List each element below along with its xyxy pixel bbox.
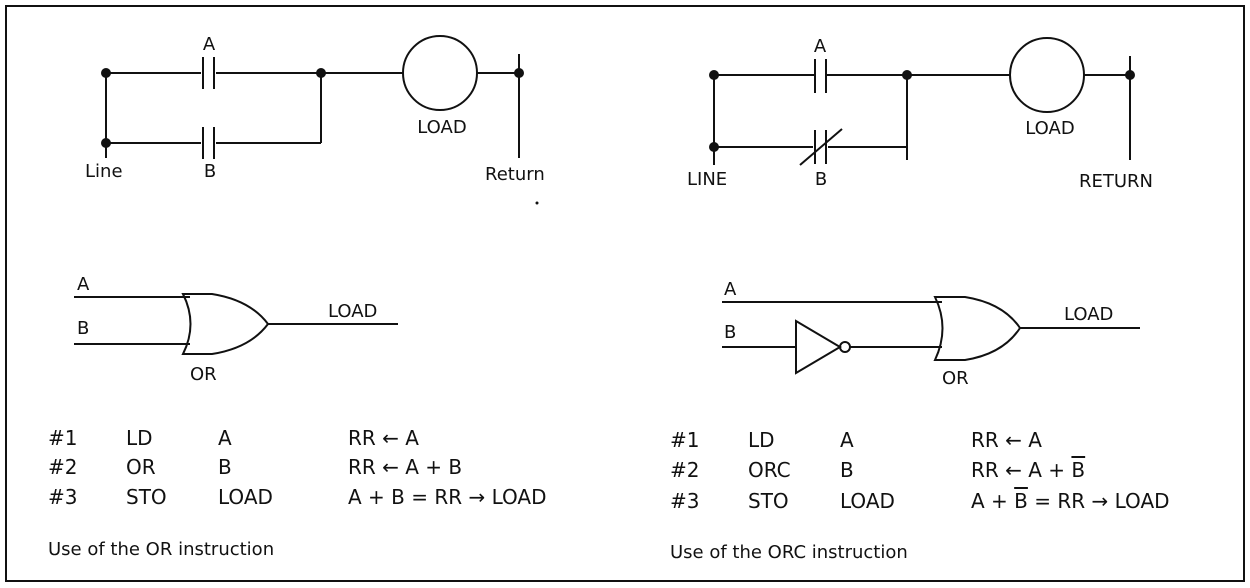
left-load-coil [402, 35, 478, 111]
left-contact-b-label: B [204, 161, 216, 182]
right-ladder-diagram [713, 37, 1131, 166]
left-op-2: OR [126, 455, 156, 479]
right-desc-2-pre: RR ← A + [971, 458, 1071, 482]
right-desc-2-b-bar: B [1071, 458, 1085, 482]
right-node-line-top [709, 70, 719, 80]
right-caption: Use of the ORC instruction [670, 542, 908, 563]
figure-border [5, 5, 1245, 582]
right-node-join [902, 70, 912, 80]
right-op-2: ORC [748, 458, 791, 482]
left-line-label: Line [85, 161, 123, 182]
right-arg-1: A [840, 428, 854, 452]
left-caption: Use of the OR instruction [48, 539, 274, 560]
left-op-3: STO [126, 485, 167, 509]
left-gate-type-label: OR [190, 364, 217, 385]
right-desc-2: RR ← A + B [971, 458, 1085, 482]
right-return-label: RETURN [1079, 171, 1153, 192]
right-gate-output-label: LOAD [1064, 304, 1113, 325]
left-gate-input-b-label: B [77, 318, 89, 339]
right-gate-input-a-label: A [724, 279, 737, 300]
left-stray-dot [535, 201, 539, 205]
right-arg-2: B [840, 458, 854, 482]
right-step-3: #3 [670, 489, 699, 513]
left-node-join [316, 68, 326, 78]
right-step-2: #2 [670, 458, 699, 482]
right-desc-1: RR ← A [971, 428, 1042, 452]
right-coil-label: LOAD [1025, 118, 1074, 139]
right-contact-a-label: A [814, 36, 827, 57]
right-gate-type-label: OR [942, 368, 969, 389]
right-desc-3: A + B = RR → LOAD [971, 489, 1170, 513]
left-return-label: Return [485, 164, 545, 185]
left-step-1: #1 [48, 426, 77, 450]
left-arg-1: A [218, 426, 232, 450]
left-coil-label: LOAD [417, 117, 466, 138]
right-gate-input-b-label: B [724, 322, 736, 343]
left-arg-3: LOAD [218, 485, 273, 509]
left-node-return [514, 68, 524, 78]
right-op-3: STO [748, 489, 789, 513]
right-desc-3-post: = RR → LOAD [1028, 489, 1170, 513]
left-ladder-diagram [105, 35, 520, 159]
left-desc-2: RR ← A + B [348, 455, 462, 479]
left-step-2: #2 [48, 455, 77, 479]
left-arg-2: B [218, 455, 232, 479]
left-program-listing: #1 LD A RR ← A #2 OR B RR ← A + B #3 STO… [48, 426, 547, 509]
left-node-line-top [101, 68, 111, 78]
not-gate-symbol [795, 319, 842, 375]
right-desc-3-pre: A + [971, 489, 1014, 513]
right-orc-gate-diagram [722, 296, 1140, 375]
left-desc-3: A + B = RR → LOAD [348, 485, 547, 509]
left-desc-1: RR ← A [348, 426, 419, 450]
left-op-1: LD [126, 426, 153, 450]
left-node-line-bottom [101, 138, 111, 148]
right-load-coil [1009, 37, 1085, 113]
right-node-line-bottom [709, 142, 719, 152]
right-or-gate-symbol [933, 296, 1022, 361]
left-contact-a-label: A [203, 34, 216, 55]
left-gate-input-a-label: A [77, 274, 90, 295]
right-step-1: #1 [670, 428, 699, 452]
left-or-gate-symbol [181, 293, 270, 355]
left-step-3: #3 [48, 485, 77, 509]
right-arg-3: LOAD [840, 489, 895, 513]
right-contact-b-slash [799, 128, 843, 166]
right-node-return [1125, 70, 1135, 80]
right-contact-b-label: B [815, 169, 827, 190]
right-program-listing: #1 LD A RR ← A #2 ORC B RR ← A + B #3 ST… [670, 428, 1170, 513]
right-op-1: LD [748, 428, 775, 452]
left-gate-output-label: LOAD [328, 301, 377, 322]
right-line-label: LINE [687, 169, 727, 190]
left-or-gate-diagram [74, 293, 398, 355]
right-desc-3-b-bar: B [1014, 489, 1028, 513]
